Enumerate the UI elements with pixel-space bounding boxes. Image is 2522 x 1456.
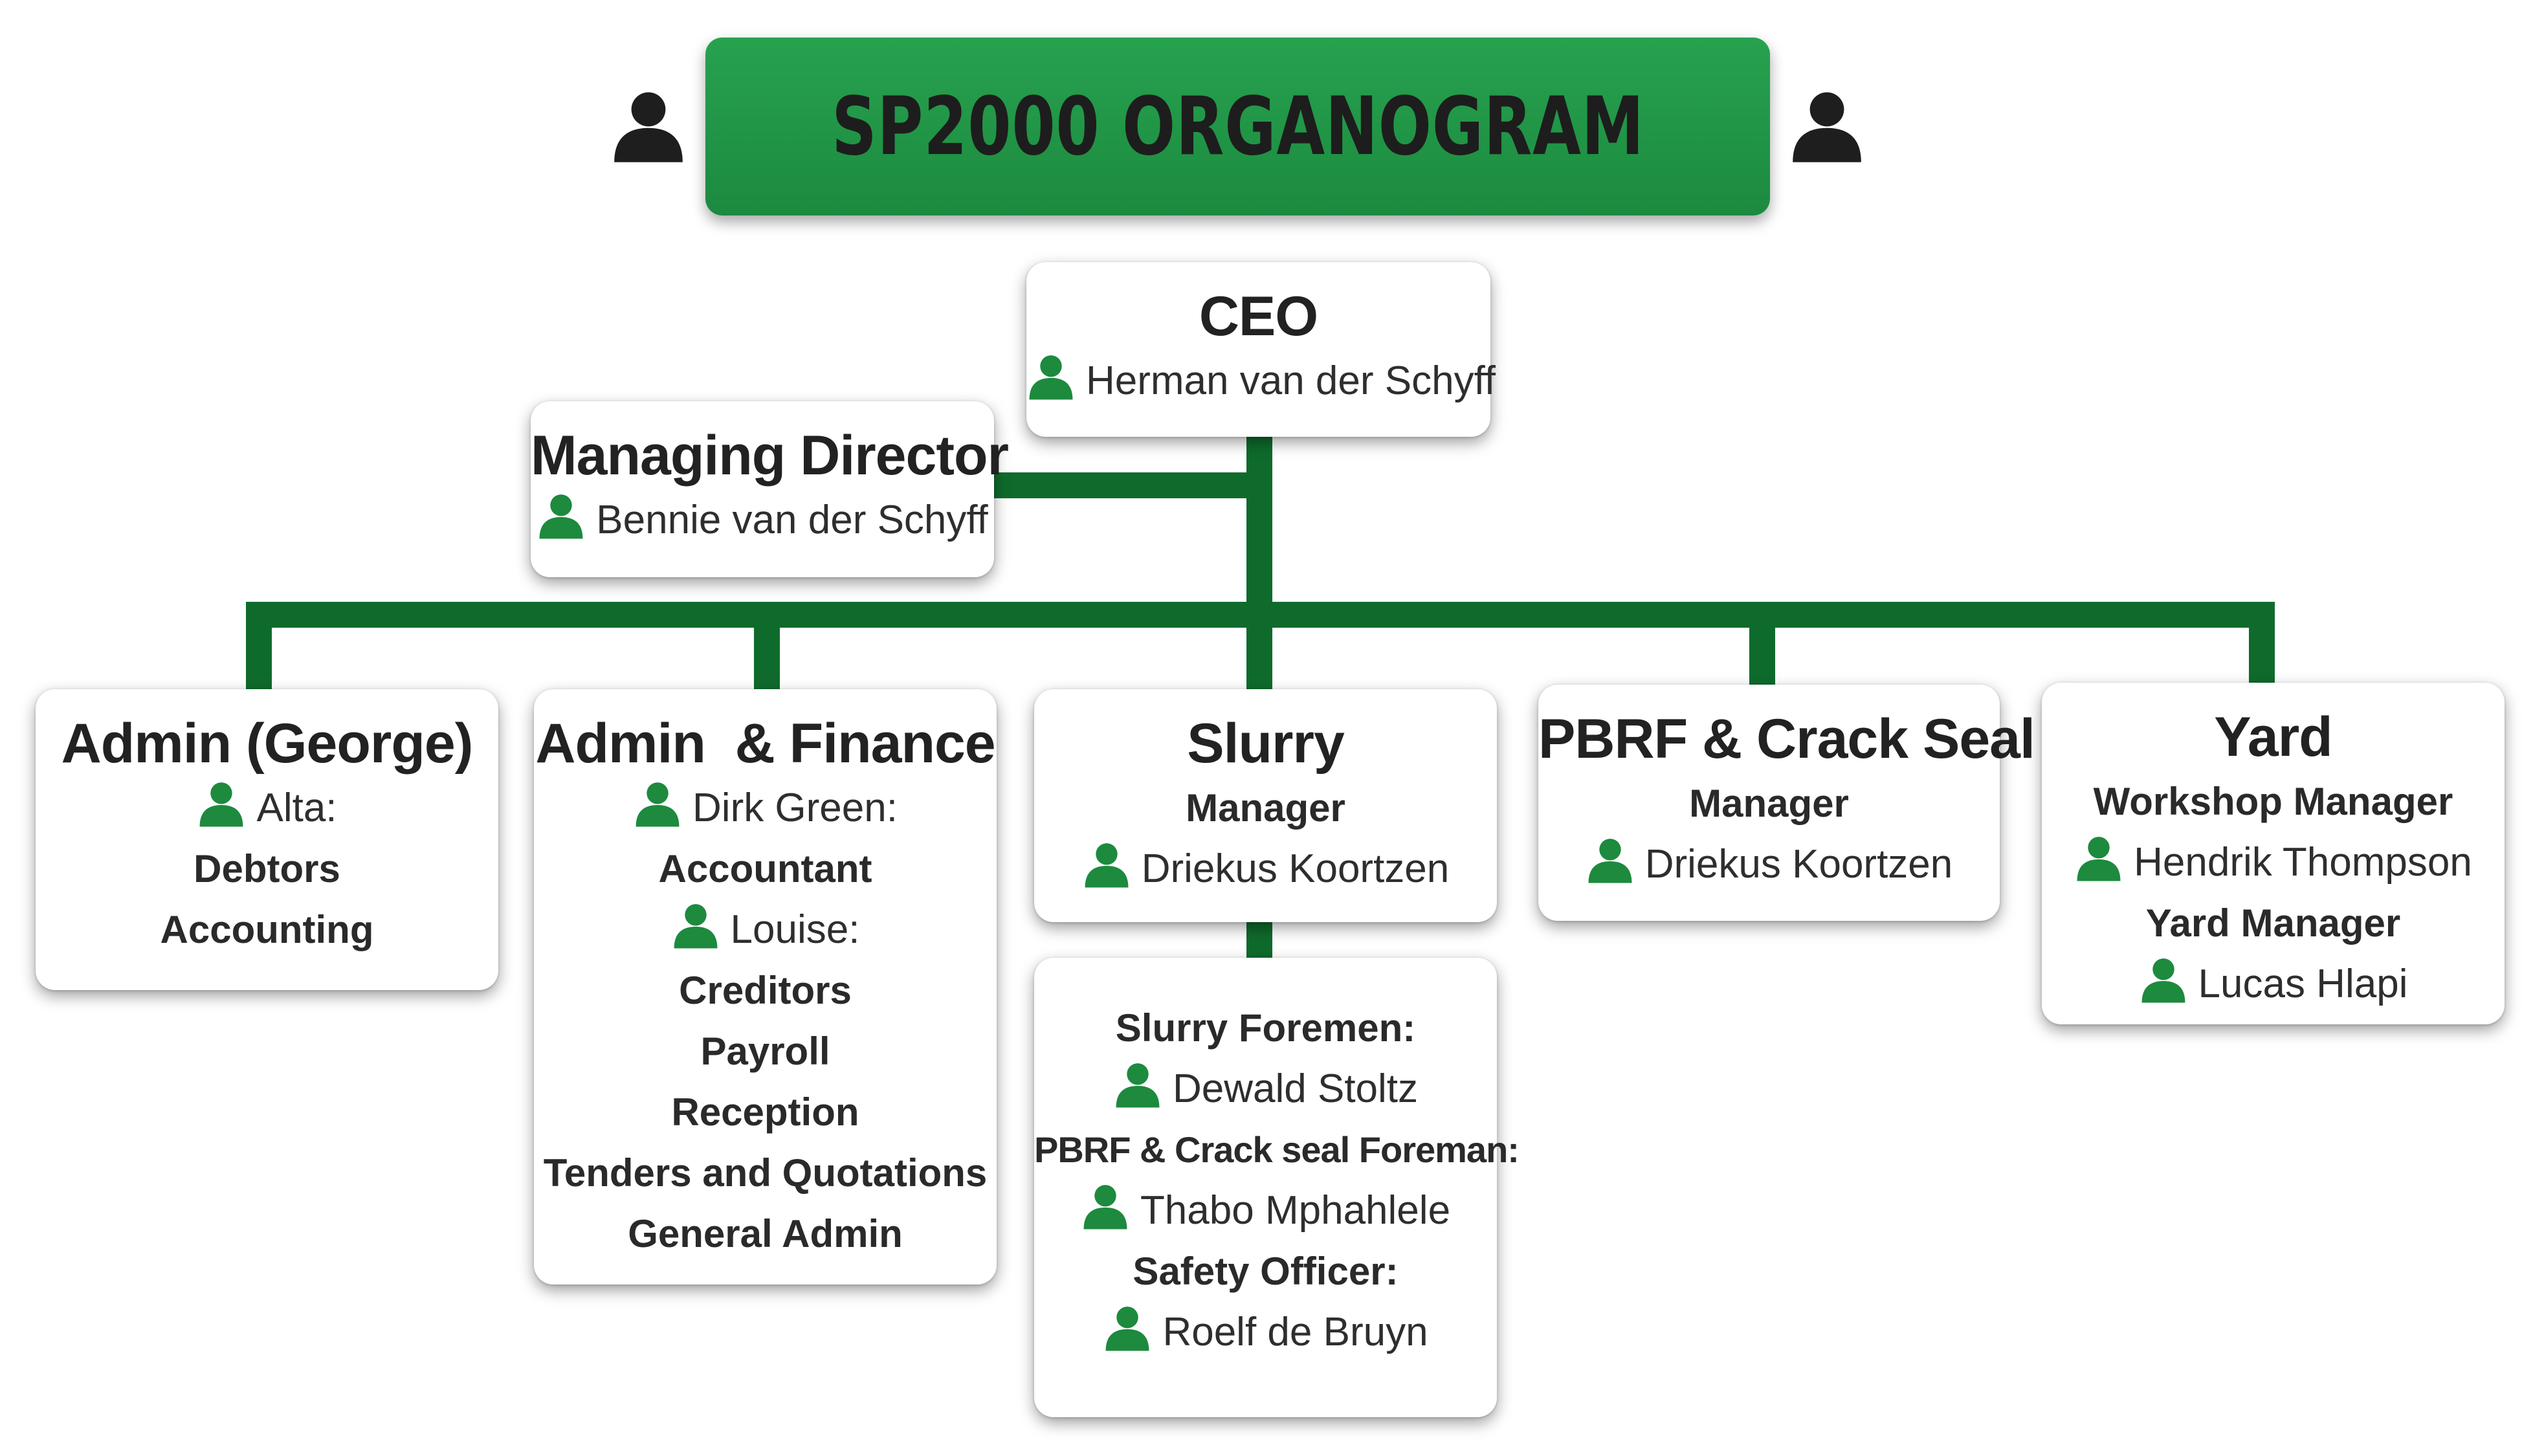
ceo-person: Herman van der Schyff [1026,351,1496,412]
person-icon [671,900,720,949]
pbrf-card: PBRF & Crack Seal Manager Driekus Koortz… [1538,685,2035,921]
person-icon [1081,1181,1130,1230]
admin-finance-duty: Creditors [679,969,852,1012]
slurry-team-role: Safety Officer: [1133,1250,1399,1293]
person-icon [610,86,687,167]
person-icon [1586,835,1635,884]
admin-finance-person: Dirk Green: [534,778,997,839]
page-title: SP2000 ORGANOGRAM [831,80,1644,173]
md-card: Managing Director Bennie van der Schyff [531,401,1009,577]
admin-finance-card: Admin & Finance Dirk Green: Accountant L… [534,689,997,1285]
slurry-team-role: PBRF & Crack seal Foreman: [1034,1129,1520,1170]
ceo-title: CEO [1199,285,1318,347]
admin-george-duty: Accounting [160,908,374,951]
md-title: Managing Director [531,425,1009,487]
admin-finance-title: Admin & Finance [535,712,995,775]
person-icon [633,778,682,828]
slurry-card: Slurry Manager Driekus Koortzen [1034,689,1497,922]
slurry-team-person: Roelf de Bruyn [1034,1302,1497,1363]
md-name: Bennie van der Schyff [596,498,988,542]
slurry-name: Driekus Koortzen [1141,846,1450,891]
ceo-name: Herman van der Schyff [1086,358,1496,403]
slurry-team-person: Dewald Stoltz [1034,1059,1497,1120]
admin-finance-duty: General Admin [628,1212,903,1255]
slurry-person: Driekus Koortzen [1034,839,1497,899]
person-icon [1113,1059,1162,1109]
person-icon [1103,1303,1152,1352]
admin-finance-duty: Tenders and Quotations [543,1151,988,1195]
yard-role: Workshop Manager [2093,780,2453,823]
slurry-team-name: Roelf de Bruyn [1162,1310,1428,1354]
yard-role: Yard Manager [2145,901,2401,945]
admin-finance-person: Louise: [534,899,997,960]
person-icon [536,491,586,540]
slurry-team-person: Thabo Mphahlele [1034,1180,1497,1241]
admin-finance-name: Dirk Green: [692,786,898,830]
person-icon [197,778,246,828]
admin-finance-name: Louise: [730,907,860,952]
slurry-role: Manager [1186,786,1345,830]
slurry-title: Slurry [1187,712,1345,775]
yard-person: Hendrik Thompson [2042,832,2505,893]
admin-george-duty: Debtors [194,847,340,890]
person-icon [2074,833,2123,882]
admin-george-title: Admin (George) [61,712,474,775]
slurry-team-name: Thabo Mphahlele [1140,1188,1451,1233]
slurry-team-name: Dewald Stoltz [1172,1066,1419,1111]
pbrf-title: PBRF & Crack Seal [1538,708,2035,770]
ceo-card: CEO Herman van der Schyff [1026,262,1496,437]
admin-finance-role: Accountant [658,847,872,890]
person-icon [2139,954,2188,1004]
yard-title: Yard [2214,706,2332,768]
admin-george-card: Admin (George) Alta: Debtors Accounting [36,689,498,990]
slurry-team-role: Slurry Foremen: [1115,1006,1416,1050]
yard-card: Yard Workshop Manager Hendrik Thompson Y… [2042,683,2505,1024]
person-icon [1788,86,1866,167]
md-person: Bennie van der Schyff [531,490,994,551]
admin-finance-duty: Reception [671,1090,859,1134]
pbrf-name: Driekus Koortzen [1644,842,1953,887]
pbrf-person: Driekus Koortzen [1538,834,2000,895]
person-icon [1026,351,1076,401]
admin-george-name: Alta: [256,786,337,830]
pbrf-role: Manager [1689,782,1849,825]
yard-name: Lucas Hlapi [2198,962,2408,1006]
title-banner: SP2000 ORGANOGRAM [614,38,1862,215]
yard-name: Hendrik Thompson [2134,840,2472,885]
admin-george-person: Alta: [36,778,498,839]
slurry-team-card: Slurry Foremen: Dewald Stoltz PBRF & Cra… [1034,958,1520,1417]
admin-finance-duty: Payroll [700,1030,830,1073]
person-icon [1082,839,1131,888]
yard-person: Lucas Hlapi [2042,954,2505,1015]
